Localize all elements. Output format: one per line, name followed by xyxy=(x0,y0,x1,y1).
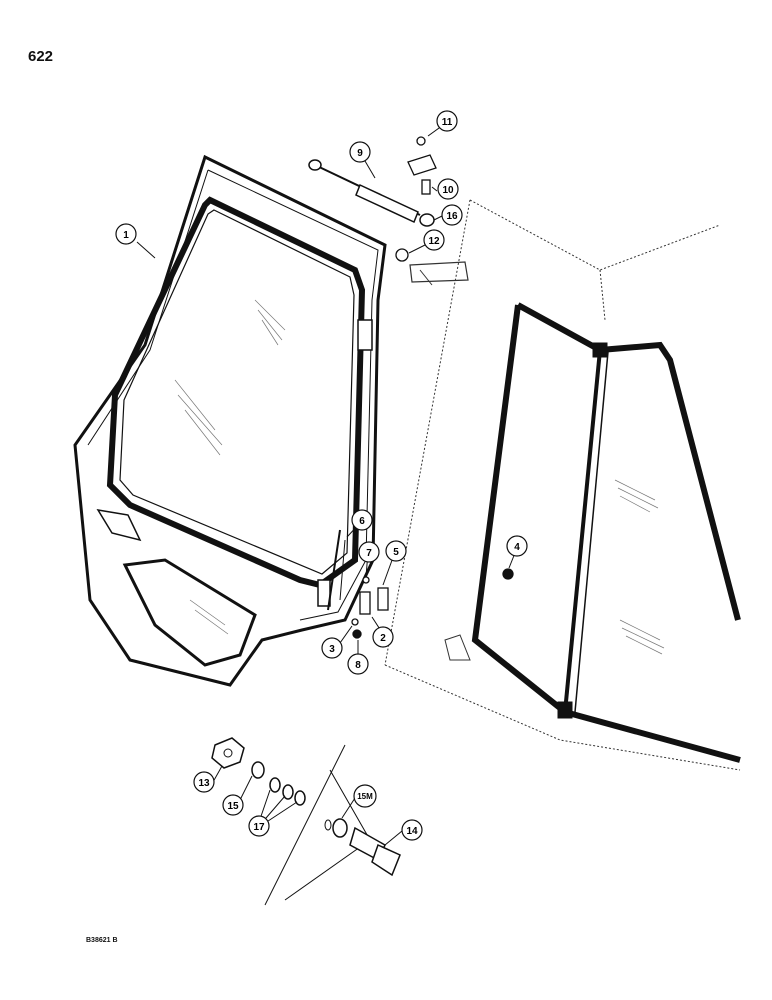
callout-8: 8 xyxy=(347,653,369,675)
callout-1: 1 xyxy=(115,223,137,245)
callout-15-label: 15 xyxy=(227,801,239,812)
drawing-code: B38621 B xyxy=(86,937,118,944)
callout-7: 7 xyxy=(358,541,380,563)
callout-12-label: 12 xyxy=(428,236,440,247)
callout-16: 16 xyxy=(441,204,463,226)
detail-inset xyxy=(211,737,401,906)
callout-13: 13 xyxy=(193,771,215,793)
door xyxy=(73,154,387,687)
callout-11-label: 11 xyxy=(442,117,453,128)
callout-15m-label: 15M xyxy=(357,792,373,801)
callout-5-label: 5 xyxy=(393,547,399,558)
callout-13-label: 13 xyxy=(198,778,210,789)
page-number: 622 xyxy=(28,48,54,65)
door-glass-shading xyxy=(174,299,286,635)
callout-12: 12 xyxy=(423,229,445,251)
hardware-small xyxy=(351,136,514,639)
callout-6: 6 xyxy=(351,509,373,531)
callout-5: 5 xyxy=(385,540,407,562)
callout-4-label: 4 xyxy=(514,542,520,553)
cab-body xyxy=(384,199,741,771)
callout-6-label: 6 xyxy=(359,516,365,527)
callout-3-label: 3 xyxy=(329,644,335,655)
callout-7-label: 7 xyxy=(366,548,372,559)
callout-16-label: 16 xyxy=(446,211,458,222)
callout-11: 11 xyxy=(436,110,458,132)
callout-3: 3 xyxy=(321,637,343,659)
callout-8-label: 8 xyxy=(355,660,361,671)
callout-2: 2 xyxy=(372,626,394,648)
gas-strut xyxy=(308,159,435,227)
cab-glass-shading xyxy=(614,479,665,655)
callout-14-label: 14 xyxy=(406,826,418,837)
callout-17-label: 17 xyxy=(253,822,265,833)
check-rod xyxy=(327,529,346,611)
callout-10-label: 10 xyxy=(442,185,454,196)
callouts: 1 2 3 4 5 6 7 8 xyxy=(115,110,528,841)
cab-window-frame xyxy=(471,302,741,763)
callout-4: 4 xyxy=(506,535,528,557)
callout-15: 15 xyxy=(222,794,244,816)
callout-1-label: 1 xyxy=(123,230,129,241)
callout-9-label: 9 xyxy=(357,148,363,159)
callout-15m: 15M xyxy=(353,784,377,808)
callout-17: 17 xyxy=(248,815,270,837)
callout-14: 14 xyxy=(401,819,423,841)
callout-9: 9 xyxy=(349,141,371,163)
callout-2-label: 2 xyxy=(380,633,386,644)
callout-10: 10 xyxy=(437,178,459,200)
